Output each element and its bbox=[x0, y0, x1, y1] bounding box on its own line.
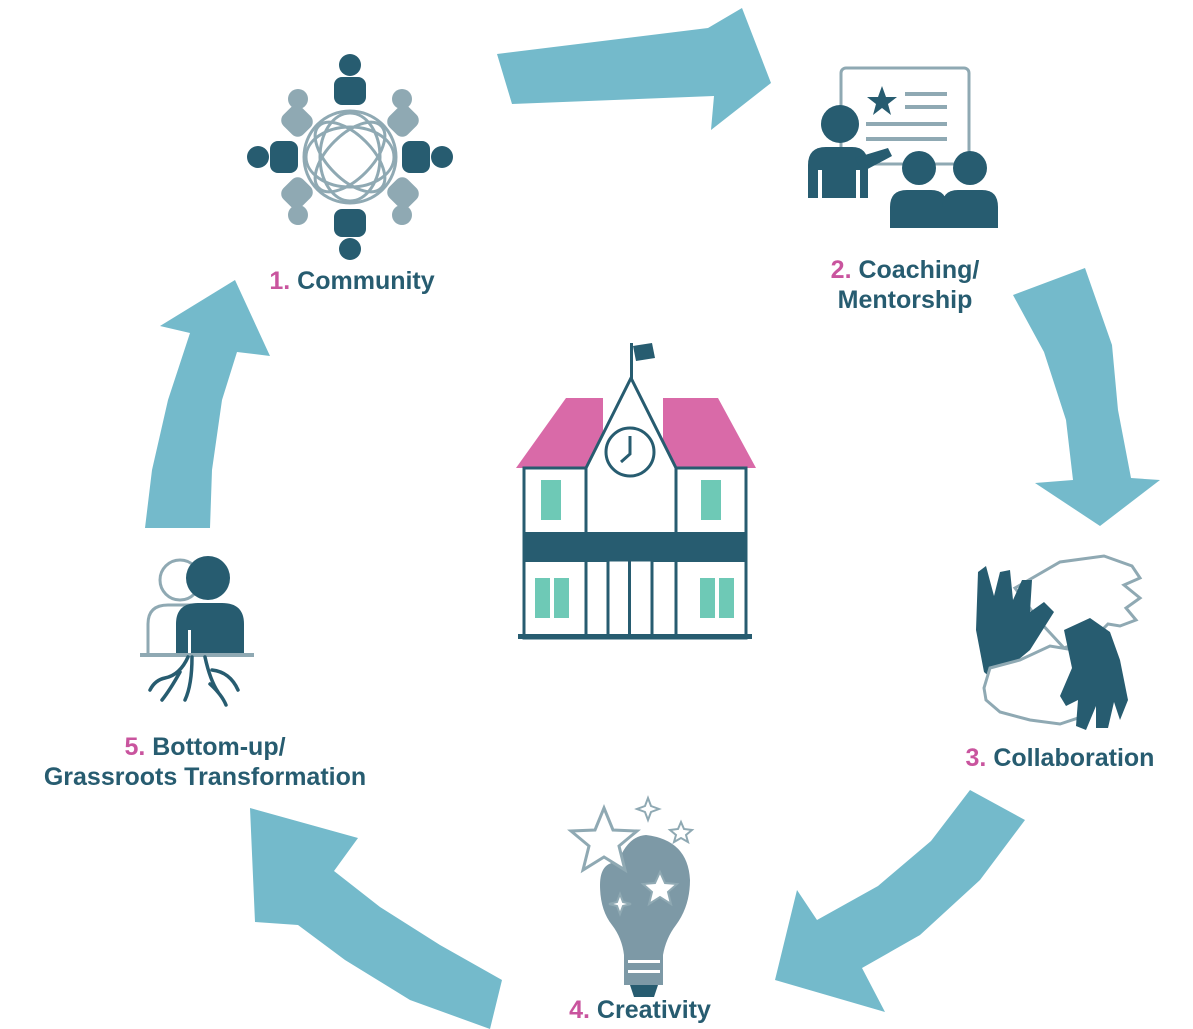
step-2-text-line2: Mentorship bbox=[837, 286, 973, 314]
arrow-creativity-to-grassroots bbox=[250, 808, 502, 1029]
step-1-number: 1. bbox=[269, 267, 291, 295]
creativity-lightbulb-icon bbox=[567, 795, 695, 997]
grassroots-roots-icon bbox=[140, 556, 254, 707]
cycle-arrows bbox=[145, 8, 1160, 1029]
arrow-collaboration-to-creativity bbox=[775, 790, 1025, 1012]
school-building-icon bbox=[516, 343, 756, 640]
step-5-text-line2: Grassroots Transformation bbox=[43, 763, 367, 791]
collaboration-hands-icon bbox=[976, 554, 1143, 730]
step-1-text: Community bbox=[297, 267, 435, 295]
step-1-label: 1. Community bbox=[232, 266, 472, 296]
step-4-number: 4. bbox=[569, 996, 590, 1024]
community-table-icon bbox=[247, 54, 453, 260]
step-2-text-line1: Coaching/ bbox=[858, 256, 980, 284]
step-5-number: 5. bbox=[124, 733, 146, 761]
step-3-label: 3. Collaboration bbox=[940, 743, 1180, 773]
step-3-number: 3. bbox=[965, 744, 987, 772]
arrow-coaching-to-collaboration bbox=[1013, 268, 1160, 526]
step-2-number: 2. bbox=[830, 256, 852, 284]
step-3-text: Collaboration bbox=[993, 744, 1155, 772]
step-5-label: 5. Bottom-up/ Grassroots Transformation bbox=[10, 732, 400, 792]
step-5-text-line1: Bottom-up/ bbox=[152, 733, 286, 761]
coaching-presentation-icon bbox=[808, 66, 998, 228]
arrow-grassroots-to-community bbox=[145, 280, 270, 528]
step-4-label: 4. Creativity bbox=[520, 995, 760, 1025]
step-4-text: Creativity bbox=[596, 996, 711, 1024]
arrow-community-to-coaching bbox=[497, 8, 771, 130]
step-2-label: 2. Coaching/ Mentorship bbox=[790, 255, 1020, 315]
